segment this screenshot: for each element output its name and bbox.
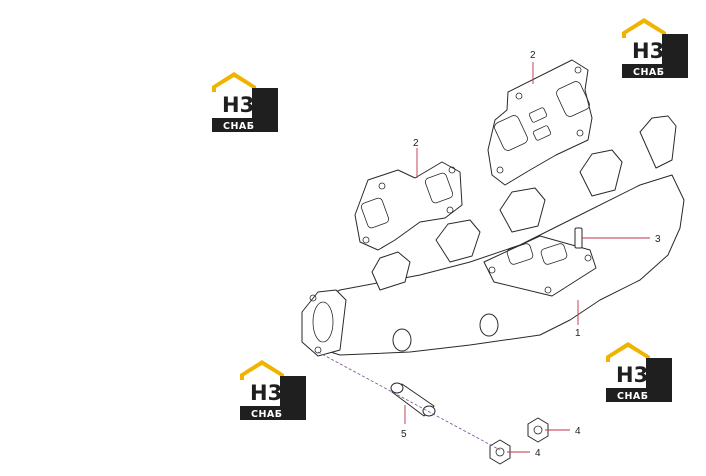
watermark-logo-top-left: Н3 СНАБ: [212, 72, 278, 132]
callout-2-upper: 2: [530, 50, 536, 61]
svg-text:Н3: Н3: [632, 39, 664, 63]
sleeve: [390, 382, 436, 417]
callout-5: 5: [401, 429, 407, 440]
nut-upper: [527, 417, 549, 443]
svg-text:Н3: Н3: [250, 381, 282, 405]
svg-text:СНАБ: СНАБ: [251, 409, 283, 420]
turbo-gasket-right: [487, 59, 593, 186]
manifold-gasket-left: [354, 161, 463, 251]
assembly-line: [317, 351, 501, 451]
nut-lower: [489, 439, 511, 465]
svg-text:Н3: Н3: [222, 93, 254, 117]
watermark-logo-bottom-right: Н3 СНАБ: [606, 342, 672, 402]
watermark-logo-bottom-left: Н3 СНАБ: [240, 360, 306, 420]
callout-3: 3: [655, 234, 661, 245]
svg-text:Н3: Н3: [616, 363, 648, 387]
svg-text:СНАБ: СНАБ: [633, 67, 665, 78]
callout-1: 1: [575, 328, 581, 339]
exhaust-manifold: [301, 115, 685, 357]
callout-4-upper: 4: [575, 426, 581, 437]
svg-text:СНАБ: СНАБ: [617, 391, 649, 402]
watermark-logo-top-right: Н3 СНАБ: [622, 18, 688, 78]
svg-text:СНАБ: СНАБ: [223, 121, 255, 132]
callout-4-lower: 4: [535, 448, 541, 459]
callout-2-left: 2: [413, 138, 419, 149]
